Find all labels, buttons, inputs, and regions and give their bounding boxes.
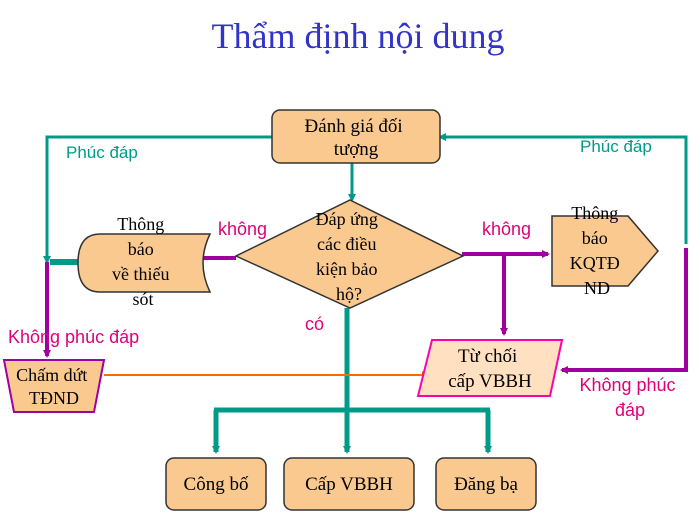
terminate-line-1: Chấm dứt: [16, 365, 87, 385]
no-reply-right-line-1: Không phúc: [579, 375, 675, 395]
notify-result-line-1: Thông: [571, 203, 618, 223]
svg-text:Thông báo về thiếu: Thông báo về thiếu sót: [112, 214, 174, 309]
notify-missing-node: Thông báo về thiếu sót: [77, 214, 212, 309]
reply-right-label: Phúc đáp: [580, 137, 652, 156]
publish-node: Công bố: [165, 457, 267, 511]
decision-line-3: kiện bảo: [316, 259, 377, 279]
decision-line-1: Đáp ứng: [316, 209, 378, 229]
evaluate-line-2: tượng: [334, 139, 379, 160]
notify-result-node: Thông báo KQTĐ ND: [551, 203, 659, 298]
reply-right-loop: [438, 133, 688, 244]
notify-result-line-3: KQTĐ: [570, 253, 620, 273]
register-node: Đăng bạ: [435, 457, 537, 511]
refuse-line-2: cấp VBBH: [448, 371, 532, 392]
svg-text:Thông báo KQTĐ: Thông báo KQTĐ ND: [570, 203, 625, 298]
no-right-label: không: [482, 219, 531, 239]
notify-missing-line-2: báo: [128, 239, 154, 259]
no-reply-right-line-2: đáp: [615, 400, 645, 420]
yes-label: có: [305, 314, 324, 334]
notify-missing-line-3: về thiếu: [112, 264, 169, 284]
decision-line-4: hộ?: [336, 284, 362, 304]
teal-connectors: [43, 133, 688, 454]
decision-node: Đáp ứng các điều kiện bảo hộ?: [234, 199, 465, 309]
result-no-reply: [560, 248, 688, 374]
no-reply-left-label: Không phúc đáp: [8, 327, 139, 347]
notify-missing-line-1: Thông: [117, 214, 164, 234]
notify-result-line-4: ND: [584, 278, 610, 298]
terminate-node: Chấm dứt TĐND: [2, 359, 106, 413]
evaluate-node: Đánh giá đối tượng: [271, 109, 441, 164]
issue-node: Cấp VBBH: [283, 457, 415, 511]
terminate-line-2: TĐND: [29, 388, 79, 408]
page-title: Thẩm định nội dung: [212, 16, 505, 56]
svg-text:Từ chối cấp VBBH: Từ chối cấp VBBH: [448, 346, 532, 392]
magenta-connectors: [43, 248, 688, 374]
refuse-node: Từ chối cấp VBBH: [416, 339, 564, 397]
register-label: Đăng bạ: [454, 474, 518, 495]
notify-result-line-2: báo: [582, 228, 608, 248]
notify-missing-line-4: sót: [132, 289, 153, 309]
reply-left-label: Phúc đáp: [66, 143, 138, 162]
no-left-label: không: [218, 219, 267, 239]
reply-left-loop: [43, 135, 272, 264]
svg-text:Không phúc đáp: Không phúc đáp: [579, 375, 680, 420]
svg-text:Chấm dứt TĐND: Chấm dứt TĐND: [16, 365, 92, 408]
svg-text:Đáp ứng các điều k: Đáp ứng các điều kiện bảo hộ?: [316, 209, 383, 304]
svg-text:Đánh giá đối tượng: Đánh giá đối tượng: [305, 116, 408, 160]
refuse-line-1: Từ chối: [458, 346, 517, 367]
decision-line-2: các điều: [317, 234, 376, 254]
publish-label: Công bố: [184, 474, 249, 495]
issue-label: Cấp VBBH: [305, 474, 393, 495]
evaluate-line-1: Đánh giá đối: [305, 116, 403, 137]
